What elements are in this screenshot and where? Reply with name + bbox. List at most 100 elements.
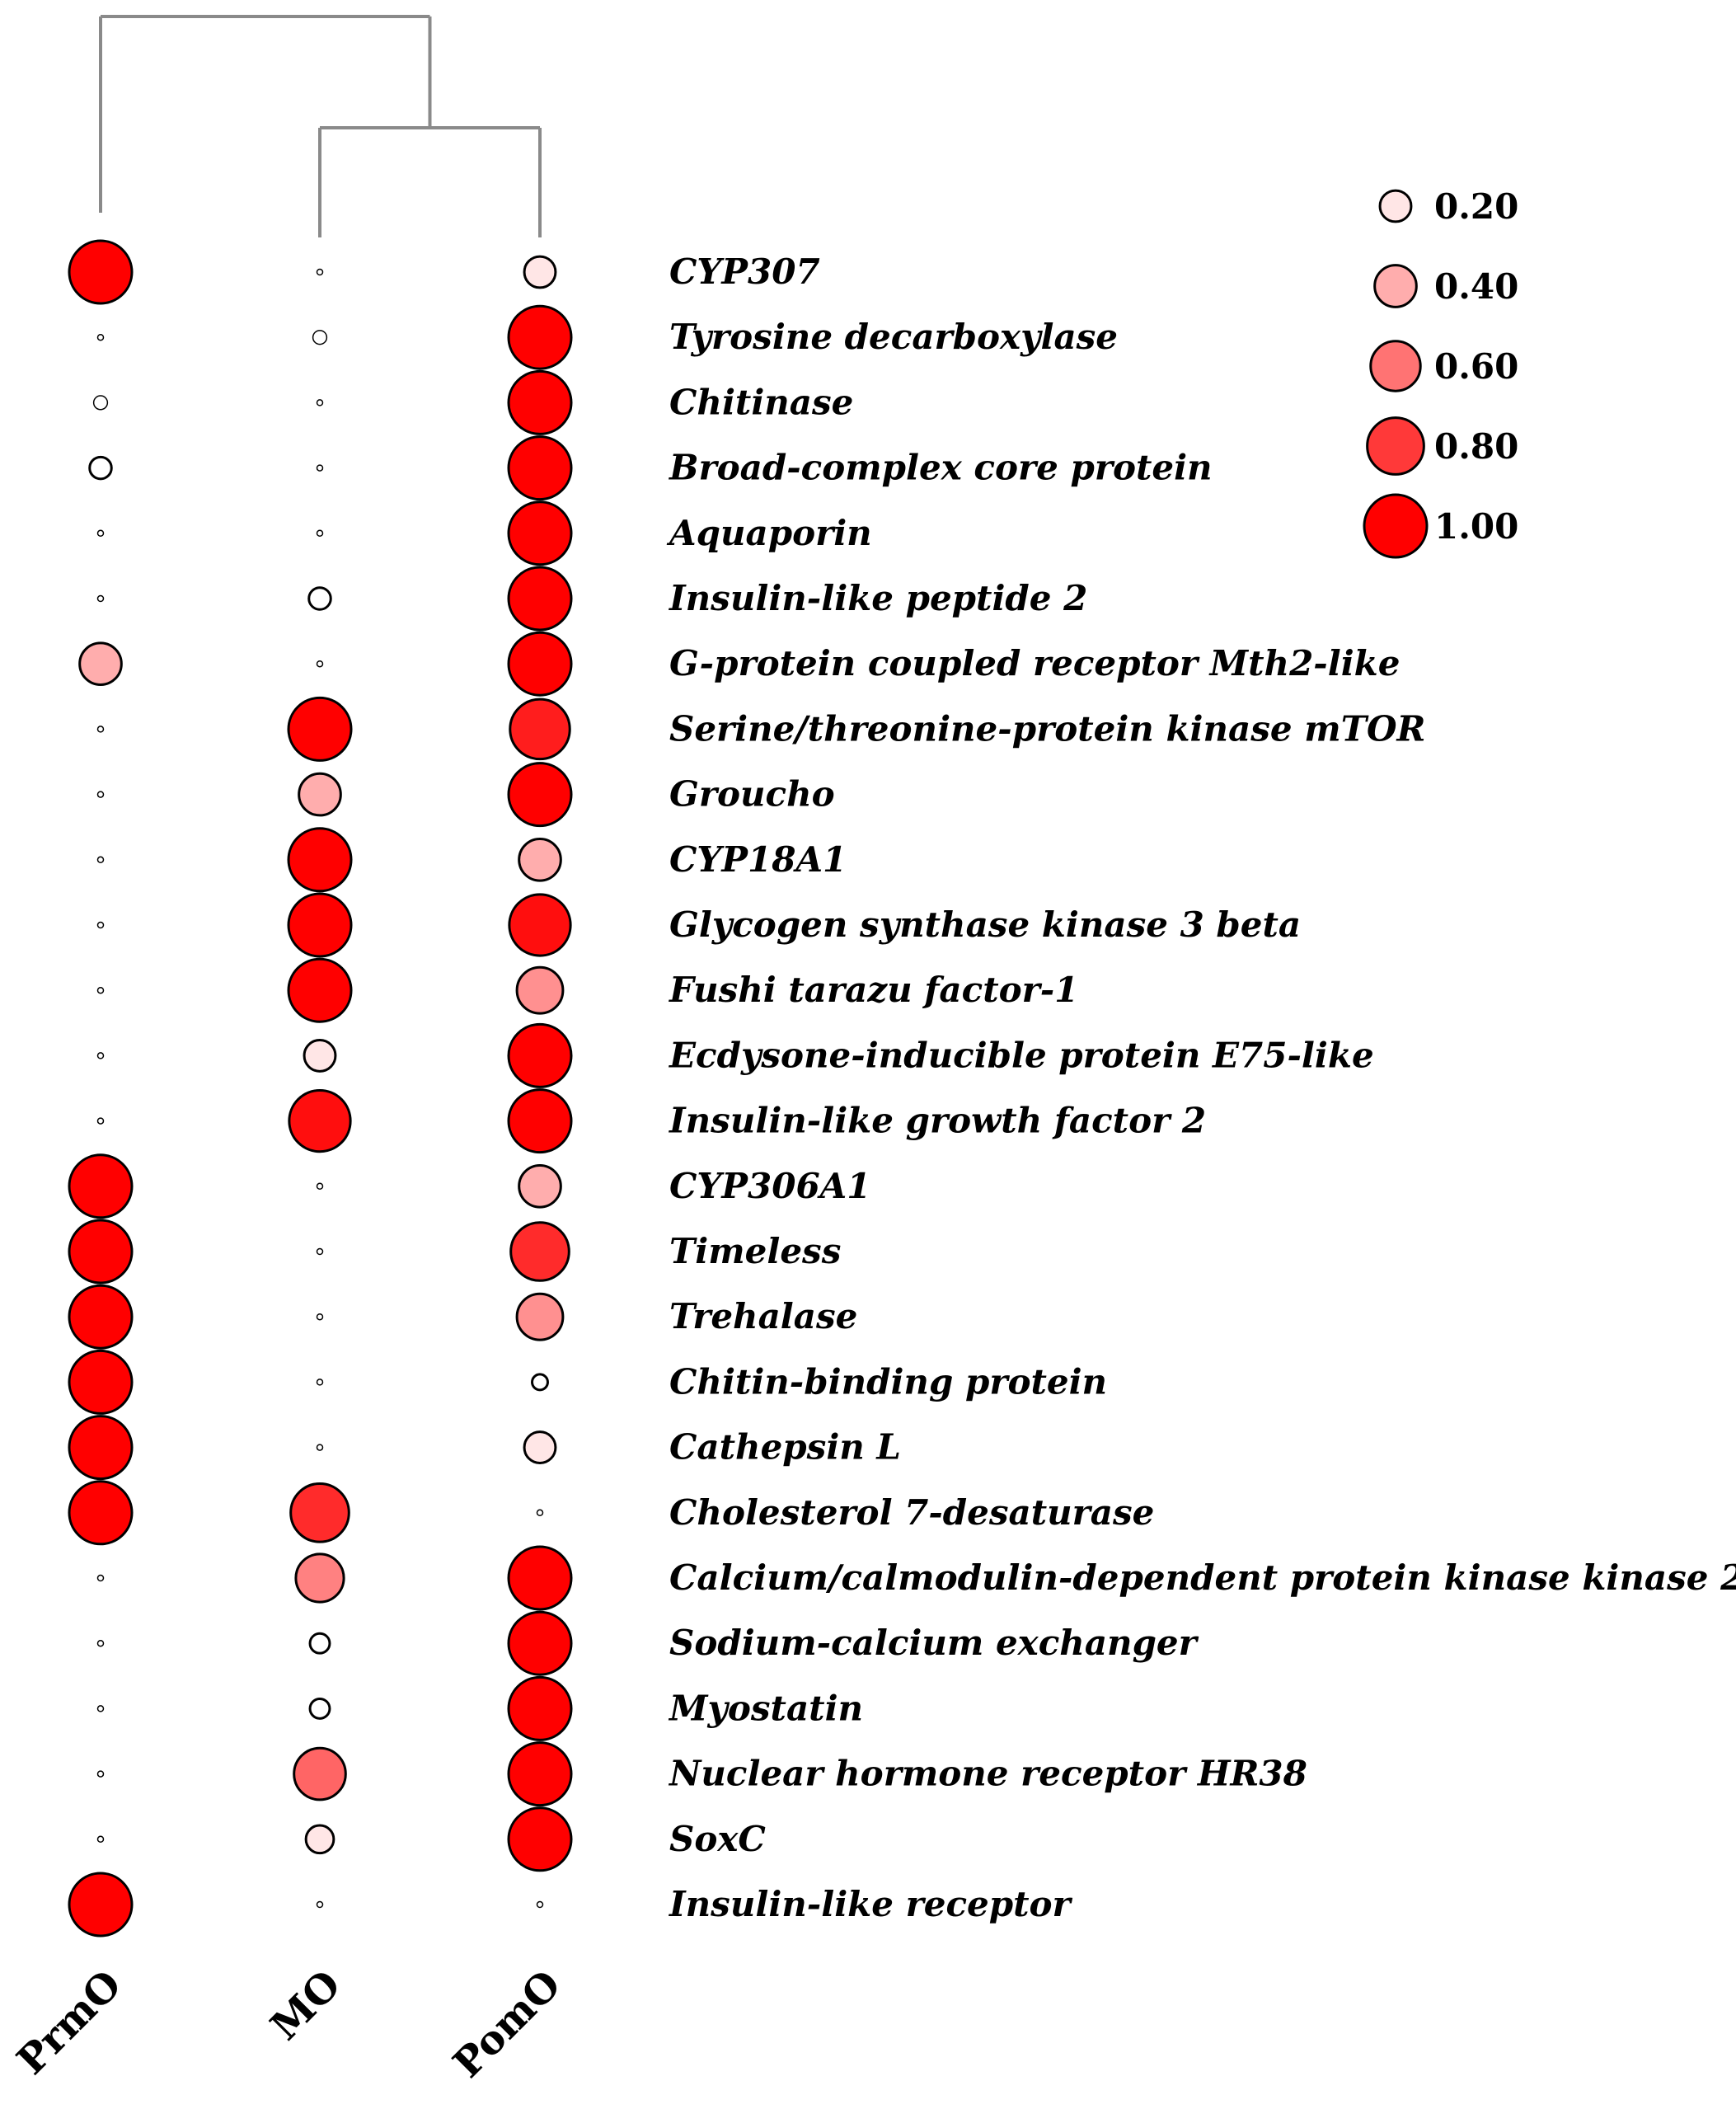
bubble-PrmO-11 (96, 986, 105, 994)
bubble-PomO-23 (507, 1741, 573, 1807)
bubble-PrmO-21 (96, 1639, 105, 1647)
bubble-PrmO-22 (96, 1705, 105, 1712)
gene-label: Timeless (669, 1231, 841, 1271)
bubble-PomO-0 (523, 255, 557, 289)
bubble-PomO-7 (509, 698, 571, 761)
bubble-PomO-13 (507, 1088, 573, 1154)
legend-label: 0.40 (1434, 266, 1518, 307)
bubble-PrmO-18 (68, 1415, 134, 1481)
gene-label: Glycogen synthase kinase 3 beta (669, 904, 1301, 945)
bubble-PomO-8 (507, 762, 573, 828)
gene-label: Chitin-binding protein (669, 1361, 1107, 1402)
bubble-MO-21 (308, 1632, 331, 1655)
legend-label: 0.80 (1434, 426, 1518, 467)
bubble-PrmO-23 (96, 1770, 105, 1778)
bubble-MO-17 (316, 1379, 324, 1386)
bubble-MO-23 (293, 1746, 347, 1801)
bubble-PomO-21 (507, 1610, 573, 1676)
bubble-PomO-3 (507, 435, 573, 501)
bubble-PrmO-9 (96, 856, 105, 864)
legend-bubble-1 (1373, 264, 1418, 308)
gene-label: Insulin-like peptide 2 (669, 578, 1087, 618)
bubble-MO-1 (312, 330, 328, 345)
bubble-MO-3 (316, 464, 324, 472)
bubble-PrmO-4 (96, 529, 105, 538)
bubble-PomO-10 (508, 893, 572, 957)
gene-label: G-protein coupled receptor Mth2-like (669, 643, 1400, 683)
bubble-PomO-11 (515, 965, 565, 1015)
bubble-MO-20 (294, 1552, 345, 1604)
bubble-PrmO-16 (68, 1284, 134, 1350)
gene-label: Insulin-like growth factor 2 (669, 1101, 1206, 1141)
bubble-PrmO-15 (68, 1219, 134, 1285)
bubble-MO-2 (316, 399, 324, 406)
bubble-PomO-4 (507, 500, 573, 566)
bubble-MO-8 (298, 772, 342, 817)
bubble-PrmO-8 (96, 791, 105, 798)
bubble-PomO-18 (523, 1430, 557, 1465)
gene-label: Aquaporin (666, 513, 872, 553)
bubble-PrmO-2 (92, 395, 109, 411)
bubble-PrmO-20 (96, 1574, 105, 1582)
gene-label: Broad-complex core protein (669, 448, 1213, 488)
legend-label: 0.60 (1434, 346, 1518, 387)
bubble-MO-22 (308, 1697, 331, 1720)
bubble-PomO-24 (507, 1806, 573, 1872)
bubble-PomO-9 (518, 837, 562, 882)
gene-label: Nuclear hormone receptor HR38 (668, 1754, 1307, 1794)
bubble-MO-7 (287, 696, 353, 762)
legend-bubble-0 (1378, 189, 1413, 223)
bubble-MO-19 (289, 1482, 350, 1543)
bubble-MO-9 (287, 827, 353, 893)
gene-label: Cathepsin L (669, 1427, 901, 1468)
gene-label: CYP18A1 (669, 839, 847, 880)
dendrogram (99, 15, 542, 237)
bubble-PomO-20 (507, 1545, 573, 1611)
size-legend: 0.20 0.40 0.60 0.80 1.00 (1363, 186, 1518, 559)
bubble-PrmO-13 (96, 1117, 105, 1125)
bubble-PomO-14 (518, 1163, 562, 1209)
bubble-MO-10 (287, 892, 353, 958)
bubble-MO-11 (287, 957, 353, 1023)
legend-label: 1.00 (1434, 506, 1518, 547)
bubble-PomO-22 (507, 1675, 573, 1741)
bubble-grid (68, 239, 573, 1938)
gene-label: Chitinase (669, 382, 853, 422)
column-label-mo: MO (262, 1961, 350, 2050)
column-label-pomo: PomO (444, 1961, 570, 2087)
bubble-PrmO-1 (96, 333, 105, 341)
gene-label: Calcium/calmodulin-dependent protein kin… (669, 1557, 1736, 1598)
legend-bubble-3 (1366, 416, 1425, 476)
bubble-PomO-19 (536, 1509, 544, 1517)
bubble-PomO-12 (507, 1022, 573, 1088)
bubble-PrmO-14 (68, 1153, 134, 1219)
bubble-PomO-5 (507, 566, 573, 632)
bubble-MO-13 (288, 1088, 352, 1153)
gene-label: Insulin-like receptor (669, 1884, 1073, 1924)
bubble-MO-0 (316, 268, 324, 276)
gene-label: SoxC (669, 1819, 766, 1859)
bubble-PrmO-3 (88, 455, 113, 481)
bubble-PrmO-5 (96, 594, 105, 603)
bubble-PrmO-7 (96, 726, 105, 733)
bubble-MO-16 (316, 1313, 324, 1321)
gene-label: Fushi tarazu factor-1 (669, 970, 1078, 1010)
column-label-prmo: PrmO (8, 1961, 130, 2083)
gene-label: Tyrosine decarboxylase (669, 317, 1118, 357)
gene-label: CYP307 (669, 251, 820, 292)
bubble-PomO-1 (507, 304, 573, 370)
legend-label: 0.20 (1434, 186, 1518, 227)
bubble-MO-15 (316, 1247, 324, 1256)
bubble-MO-24 (304, 1824, 335, 1855)
bubble-PomO-2 (507, 369, 573, 435)
bubble-PrmO-6 (78, 641, 123, 687)
legend-bubble-4 (1363, 493, 1429, 559)
bubble-PrmO-10 (96, 921, 105, 929)
bubble-PomO-17 (531, 1373, 549, 1392)
column-labels: PrmO MO PomO (8, 1961, 570, 2087)
gene-label: Serine/threonine-protein kinase mTOR (669, 708, 1425, 749)
bubble-MO-12 (303, 1038, 337, 1073)
bubble-MO-25 (316, 1900, 324, 1909)
